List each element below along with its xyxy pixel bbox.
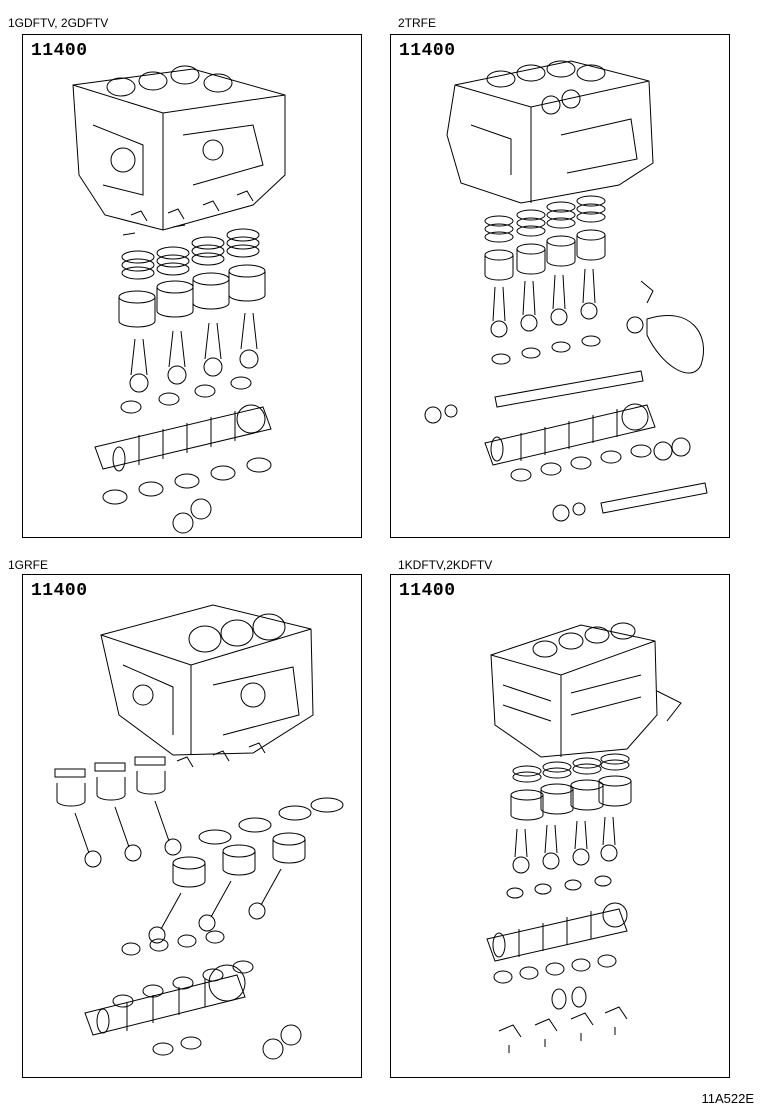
conrod-bearings-drawing — [121, 377, 251, 413]
crankshaft-drawing — [95, 405, 271, 471]
conrod-bearings-drawing — [507, 876, 611, 898]
part-number[interactable]: 11400 — [31, 41, 88, 61]
piston-rings-drawing — [122, 229, 259, 279]
pistons-drawing — [511, 776, 631, 820]
parts-panel-2: 11400 — [390, 34, 730, 538]
timing-chain-drawing — [627, 281, 704, 373]
crankshaft-drawing — [485, 404, 655, 465]
engine-label-1grfe: 1GRFE — [8, 558, 49, 572]
engine-label-2trfe: 2TRFE — [398, 16, 437, 30]
left-bank-conrods-drawing — [75, 801, 181, 867]
piston-rings-drawing — [513, 754, 629, 782]
main-bearings-drawing — [511, 438, 690, 481]
short-block-illustration — [391, 575, 729, 1077]
short-block-illustration — [23, 35, 361, 537]
piston-rings-drawing — [485, 196, 605, 242]
part-number[interactable]: 11400 — [31, 581, 88, 601]
right-bank-rings-pistons-drawing — [173, 798, 343, 887]
short-block-illustration — [23, 575, 361, 1077]
connecting-rods-drawing — [513, 817, 617, 873]
main-bearings-drawing — [113, 961, 301, 1059]
crankshaft-drawing — [487, 903, 627, 961]
lower-balance-shaft-drawing — [553, 483, 707, 521]
balance-shaft-drawing — [425, 371, 643, 423]
connecting-rods-drawing — [491, 269, 597, 337]
oil-nozzles-drawing — [499, 1007, 627, 1053]
main-bearings-drawing — [494, 955, 616, 1009]
cylinder-block-drawing — [101, 605, 313, 755]
cylinder-block-drawing — [447, 61, 653, 203]
engine-label-1kdftv-2kdftv: 1KDFTV,2KDFTV — [398, 558, 493, 572]
parts-panel-4: 11400 — [390, 574, 730, 1078]
right-bank-conrods-drawing — [149, 869, 281, 943]
oil-nozzles-drawing — [177, 743, 265, 767]
part-number[interactable]: 11400 — [399, 41, 456, 61]
oil-nozzles-drawing — [123, 191, 253, 235]
figure-code: 11A522E — [701, 1091, 754, 1106]
parts-panel-3: 11400 — [22, 574, 362, 1078]
part-number[interactable]: 11400 — [399, 581, 456, 601]
main-bearings-drawing — [103, 458, 271, 533]
connecting-rods-drawing — [130, 313, 258, 392]
left-bank-pistons-drawing — [55, 757, 165, 806]
pistons-drawing — [119, 265, 265, 327]
cylinder-block-drawing — [73, 66, 285, 230]
conrod-bearings-drawing — [122, 931, 224, 955]
engine-label-1gdftv-2gdftv: 1GDFTV, 2GDFTV — [8, 16, 109, 30]
conrod-bearings-drawing — [492, 336, 600, 364]
parts-panel-1: 11400 — [22, 34, 362, 538]
cylinder-block-drawing — [491, 623, 681, 757]
crankshaft-drawing — [85, 965, 245, 1035]
short-block-illustration — [391, 35, 729, 537]
pistons-drawing — [485, 230, 605, 280]
